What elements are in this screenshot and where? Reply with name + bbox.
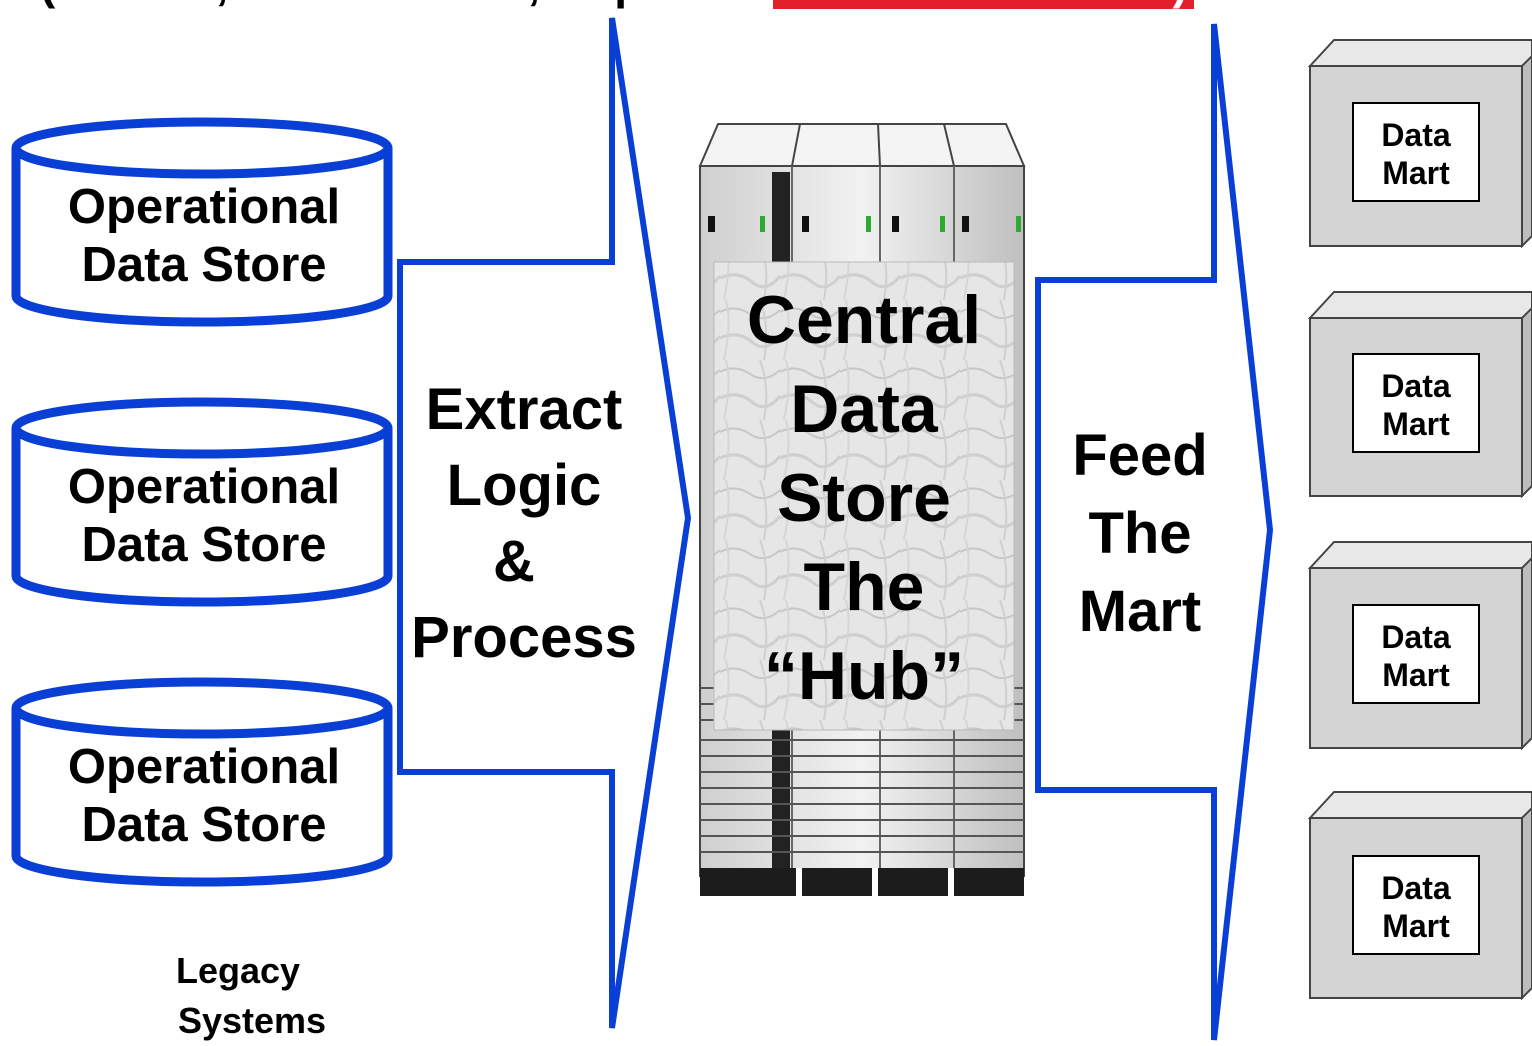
mart-3-line2: Mart: [1382, 657, 1450, 693]
title-prefix: (Volatile, Mixed Issues, Duplicate: [40, 0, 760, 9]
ods-2-line1: Operational: [67, 460, 341, 514]
hub-line-1: Central: [746, 282, 982, 358]
feed-line-3: Mart: [1078, 579, 1202, 644]
ods-cylinder-3: [11, 677, 393, 887]
ods-cylinder-2: [11, 397, 393, 607]
extract-line-2: Logic: [446, 453, 602, 518]
mart-label-box-2: Data Mart: [1352, 353, 1480, 453]
title-highlight: All Historical Data): [772, 0, 1194, 9]
extract-line-1: Extract: [425, 377, 623, 442]
legacy-caption-line1: Legacy: [175, 950, 301, 991]
hub-line-5: “Hub”: [763, 638, 965, 714]
mart-4-line2: Mart: [1382, 908, 1450, 944]
ods-2-line2: Data Store: [81, 518, 327, 572]
mart-label-box-4: Data Mart: [1352, 855, 1480, 955]
feed-line-1: Feed: [1072, 423, 1208, 488]
extract-line-4: Process: [411, 605, 637, 670]
hub-line-4: The: [803, 549, 925, 625]
extract-arrow: [397, 17, 692, 1029]
hub-line-2: Data: [790, 371, 938, 447]
ods-1-line2: Data Store: [81, 238, 327, 292]
legacy-caption-line2: Systems: [177, 1000, 327, 1041]
feed-arrow: [1035, 23, 1274, 1041]
ods-cylinder-1: [11, 117, 393, 327]
server-cabinet: [698, 123, 1026, 896]
mart-4-line1: Data: [1381, 870, 1451, 906]
mart-1-line1: Data: [1381, 117, 1451, 153]
mart-label-box-1: Data Mart: [1352, 102, 1480, 202]
mart-label-box-3: Data Mart: [1352, 604, 1480, 704]
feed-line-2: The: [1088, 501, 1192, 566]
ods-1-line1: Operational: [67, 180, 341, 234]
ods-3-line1: Operational: [67, 740, 341, 794]
title-strip: (Volatile, Mixed Issues, Duplicate All H…: [0, 0, 1532, 14]
extract-line-3: &: [493, 529, 535, 594]
mart-3-line1: Data: [1381, 619, 1451, 655]
mart-2-line2: Mart: [1382, 406, 1450, 442]
title-text: (Volatile, Mixed Issues, Duplicate All H…: [40, 0, 1194, 10]
ods-3-line2: Data Store: [81, 798, 327, 852]
mart-2-line1: Data: [1381, 368, 1451, 404]
mart-1-line2: Mart: [1382, 155, 1450, 191]
hub-line-3: Store: [777, 460, 951, 536]
